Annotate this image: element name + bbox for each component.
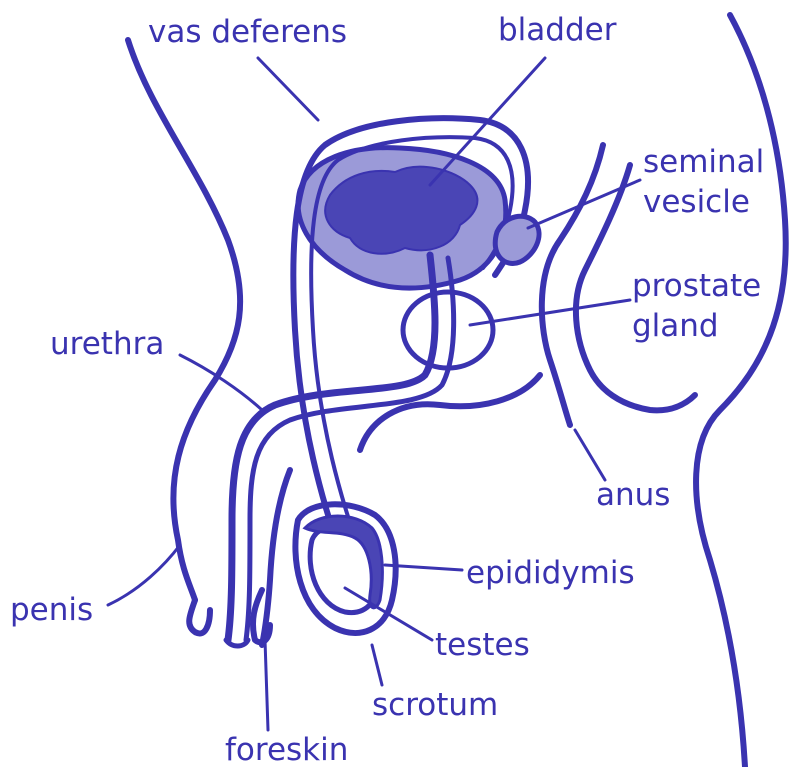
label-scrotum: scrotum xyxy=(372,687,498,723)
label-seminal: seminal xyxy=(643,144,764,180)
penis-leader xyxy=(108,545,180,605)
rectum-wall-1 xyxy=(542,145,603,425)
label-bladder: bladder xyxy=(498,12,617,48)
urethra-leader xyxy=(180,355,262,410)
label-foreskin: foreskin xyxy=(225,732,348,767)
label-urethra: urethra xyxy=(50,326,164,362)
back-body-outline xyxy=(696,15,786,767)
seminal-vesicle-leader xyxy=(528,180,640,228)
vas-deferens-leader xyxy=(258,58,318,120)
prostate-gland-shape xyxy=(403,292,493,368)
label-vas-deferens: vas deferens xyxy=(148,14,347,50)
front-body-outline xyxy=(128,40,240,600)
seminal-vesicle-shape xyxy=(495,216,539,263)
label-vesicle: vesicle xyxy=(643,184,750,220)
scrotum-leader xyxy=(372,645,382,685)
label-gland: gland xyxy=(632,308,719,344)
penis-shaft-outline xyxy=(262,470,290,645)
anus-leader xyxy=(575,430,605,480)
urethra-tip xyxy=(226,640,248,646)
glans-outline xyxy=(189,600,210,633)
label-prostate: prostate xyxy=(632,268,761,304)
label-penis: penis xyxy=(10,592,93,628)
foreskin-leader xyxy=(265,640,268,730)
label-epididymis: epididymis xyxy=(466,555,635,591)
prostate-gland-leader xyxy=(470,300,630,325)
label-anus: anus xyxy=(596,477,670,513)
label-testes: testes xyxy=(435,627,530,663)
